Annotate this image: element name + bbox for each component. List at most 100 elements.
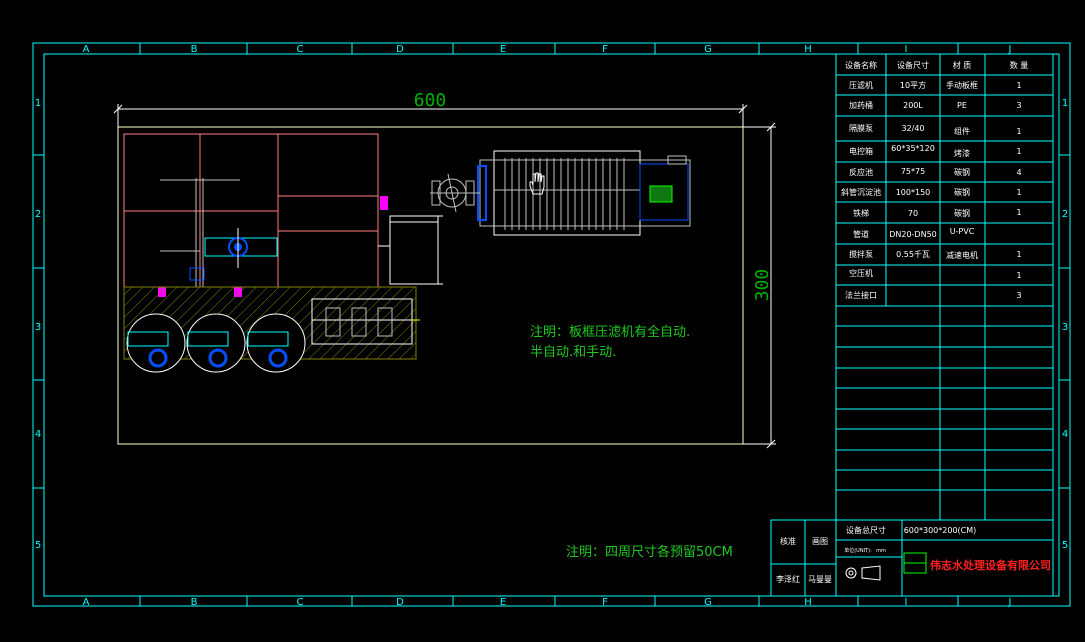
check-label: 核准 bbox=[780, 536, 796, 546]
cell: 碳钢 bbox=[954, 167, 970, 177]
col-label: B bbox=[191, 597, 198, 608]
cell: 搅拌泵 bbox=[849, 249, 873, 259]
cell: 压滤机 bbox=[849, 80, 873, 90]
dosing-pumps bbox=[127, 331, 289, 368]
title-block-text: 核准 画图 李泽红 马曼曼 设备总尺寸 600*300*200(CM) 单位(U… bbox=[776, 525, 976, 584]
table-header: 设备名称 设备尺寸 材 质 数 量 bbox=[845, 60, 1028, 70]
row-label: 5 bbox=[1062, 540, 1068, 551]
col-label: F bbox=[602, 597, 608, 608]
col-label: E bbox=[500, 44, 506, 55]
cell: 1 bbox=[1016, 250, 1021, 259]
cell: U-PVC bbox=[950, 227, 975, 236]
equipment-table bbox=[835, 53, 1054, 521]
diaphragm-pump bbox=[430, 173, 480, 213]
cell: 1 bbox=[1016, 208, 1021, 217]
cell: PE bbox=[957, 101, 967, 110]
row-labels-left: 1 2 3 4 5 bbox=[35, 98, 41, 551]
dimension-width-label: 600 bbox=[414, 90, 447, 111]
site-outline bbox=[117, 126, 744, 445]
cell: 碳钢 bbox=[954, 187, 970, 197]
settling-tank bbox=[311, 298, 420, 345]
cell: 加药桶 bbox=[849, 100, 873, 110]
cell: 4 bbox=[1016, 168, 1021, 177]
cell: 管道 bbox=[853, 229, 869, 239]
cell: 碳钢 bbox=[954, 208, 970, 218]
total-size-value: 600*300*200(CM) bbox=[904, 526, 977, 535]
cell: 3 bbox=[1016, 101, 1021, 110]
row-label: 5 bbox=[35, 540, 41, 551]
col-label: J bbox=[1008, 597, 1012, 608]
cell: 60*35*120 bbox=[891, 144, 935, 153]
control-cabinet bbox=[378, 215, 443, 285]
note-filter-press-line1: 注明：板框压滤机有全自动. bbox=[530, 324, 690, 340]
row-label: 4 bbox=[35, 429, 41, 440]
cell: 铁梯 bbox=[853, 208, 869, 218]
row-labels-right: 1 2 3 4 5 bbox=[1062, 98, 1068, 551]
cell: 1 bbox=[1016, 127, 1021, 136]
cell: 反应池 bbox=[849, 167, 873, 177]
title-block bbox=[770, 519, 1054, 597]
cell: 1 bbox=[1016, 81, 1021, 90]
cell: 组件 bbox=[954, 126, 970, 136]
cell: 32/40 bbox=[901, 124, 924, 133]
col-label: D bbox=[396, 44, 404, 55]
person2: 马曼曼 bbox=[808, 575, 832, 584]
col-label: J bbox=[1008, 44, 1012, 55]
reaction-tanks bbox=[123, 133, 379, 288]
col-label: A bbox=[83, 597, 90, 608]
row-label: 4 bbox=[1062, 429, 1068, 440]
header-material: 材 质 bbox=[953, 60, 972, 70]
cell: 100*150 bbox=[896, 188, 931, 197]
company-logo-icon bbox=[903, 552, 927, 574]
mixer-unit bbox=[189, 228, 278, 281]
row-label: 2 bbox=[35, 209, 41, 220]
cell: 10平方 bbox=[900, 80, 926, 90]
cell: 1 bbox=[1016, 147, 1021, 156]
cell: DN20-DN50 bbox=[889, 230, 937, 239]
col-label: I bbox=[905, 597, 908, 608]
dosing-tanks bbox=[126, 313, 306, 373]
cell: 200L bbox=[903, 101, 923, 110]
projection-symbol-icon bbox=[845, 565, 881, 581]
table-body: 压滤机 10平方 手动板框 1 加药桶 200L PE 3 隔膜泵 32/40 … bbox=[841, 80, 1022, 300]
col-label: H bbox=[804, 44, 812, 55]
header-size: 设备尺寸 bbox=[897, 60, 929, 70]
row-label: 1 bbox=[35, 98, 41, 109]
row-zone-ticks bbox=[33, 154, 1070, 489]
cell: 0.55千瓦 bbox=[896, 249, 930, 259]
note-clearance: 注明：四周尺寸各预留50CM bbox=[566, 544, 733, 560]
row-label: 3 bbox=[1062, 322, 1068, 333]
dimension-height bbox=[743, 122, 776, 449]
cell: 斜管沉淀池 bbox=[841, 187, 881, 197]
cell: 70 bbox=[908, 209, 918, 218]
cell: 75*75 bbox=[901, 167, 925, 176]
header-quantity: 数 量 bbox=[1010, 60, 1029, 70]
cell: 手动板框 bbox=[946, 80, 978, 90]
row-label: 3 bbox=[35, 322, 41, 333]
col-label: F bbox=[602, 44, 608, 55]
unit-label: 单位(UNIT): bbox=[844, 547, 872, 554]
company-name: 伟志水处理设备有限公司 bbox=[930, 558, 1051, 572]
row-label: 2 bbox=[1062, 209, 1068, 220]
cell: 电控箱 bbox=[849, 146, 873, 156]
column-zone-ticks bbox=[139, 43, 959, 606]
col-label: G bbox=[704, 597, 712, 608]
dimension-width bbox=[113, 104, 748, 127]
dimension-height-label: 300 bbox=[752, 269, 773, 302]
drawing-label: 画图 bbox=[812, 537, 828, 546]
drawing-frame bbox=[32, 42, 1071, 607]
col-label: C bbox=[297, 44, 304, 55]
cell: 3 bbox=[1016, 291, 1021, 300]
col-label: E bbox=[500, 597, 506, 608]
col-label: A bbox=[83, 44, 90, 55]
row-label: 1 bbox=[1062, 98, 1068, 109]
cell: 1 bbox=[1016, 188, 1021, 197]
column-labels-bottom: A B C D E F G H I J bbox=[83, 597, 1012, 608]
mixer-shafts bbox=[160, 178, 240, 287]
total-size-label: 设备总尺寸 bbox=[846, 525, 886, 535]
cell: 烤漆 bbox=[954, 148, 970, 158]
col-label: G bbox=[704, 44, 712, 55]
cell: 隔膜泵 bbox=[849, 123, 873, 133]
col-label: B bbox=[191, 44, 198, 55]
